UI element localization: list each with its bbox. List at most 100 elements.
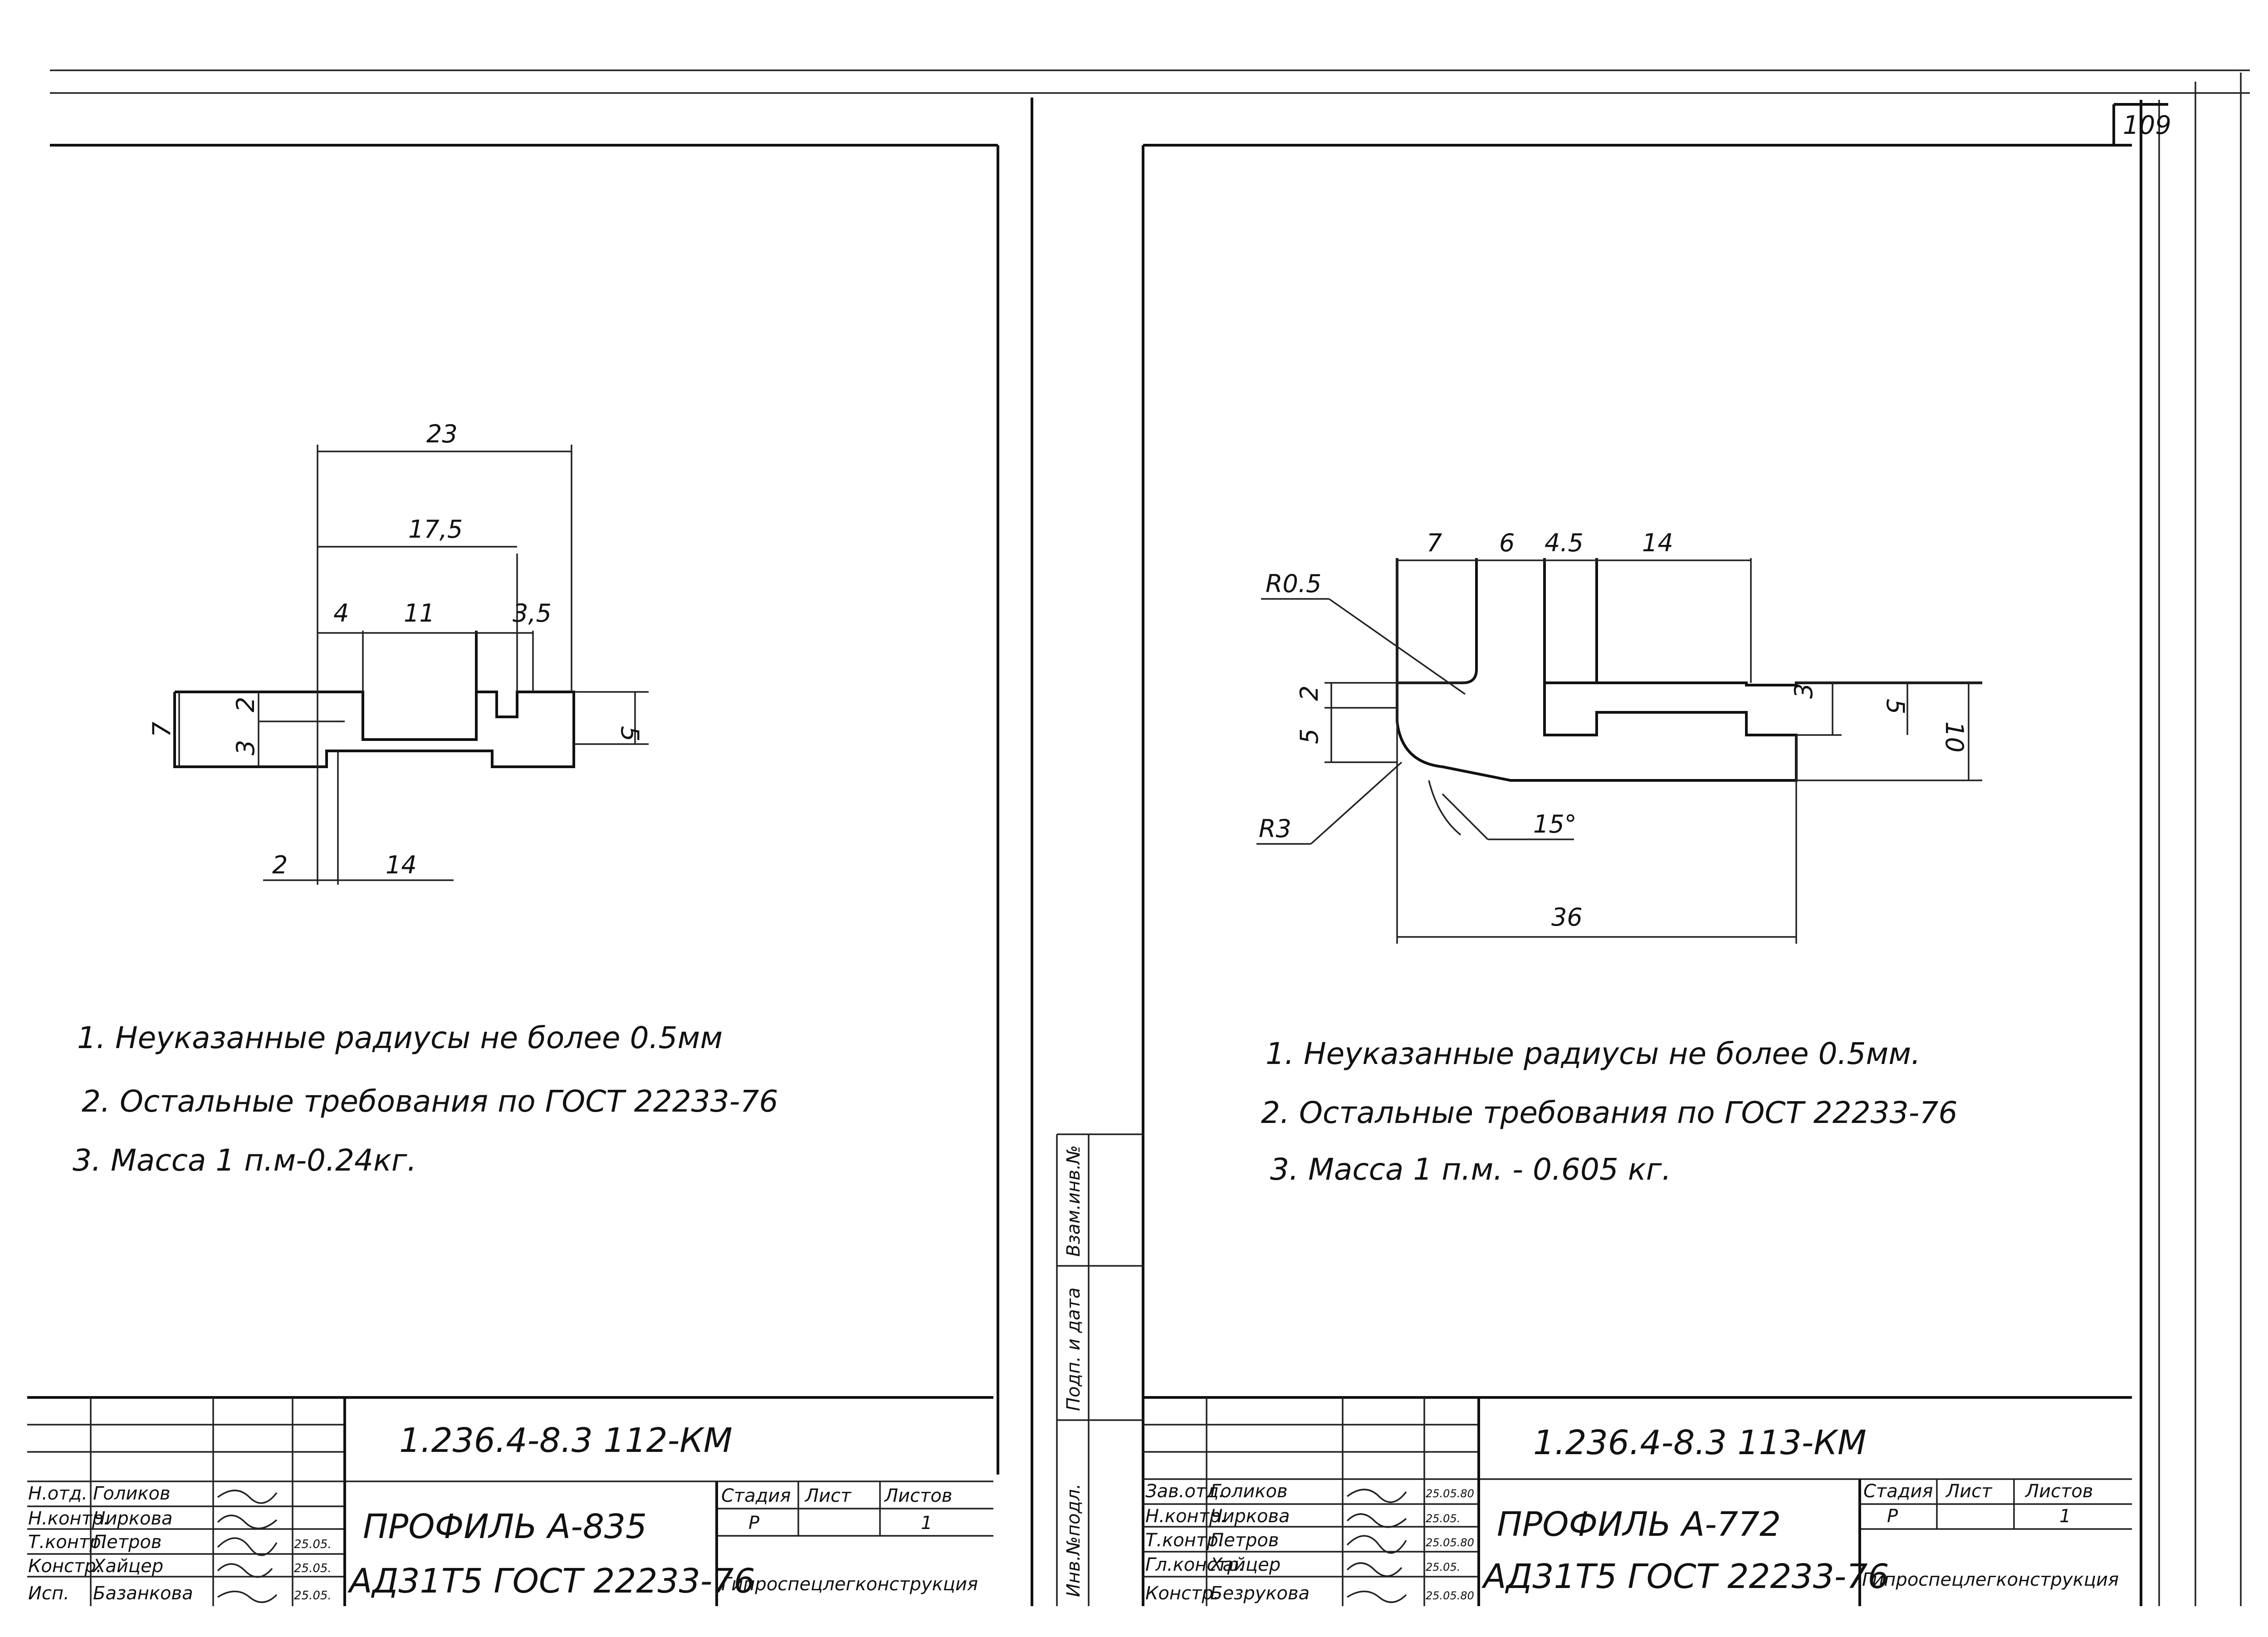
right-material: АД31Т5 ГОСТ 22233-76 xyxy=(1481,1557,1889,1596)
signature-scribble xyxy=(1346,1562,1403,1577)
dim-3: 3 xyxy=(1789,683,1818,699)
right-role: Н.контр. xyxy=(1145,1506,1227,1527)
right-stage: Р xyxy=(1887,1506,1898,1527)
dim-14: 14 xyxy=(386,851,417,879)
left-drawing-code: 1.236.4-8.3 112-КМ xyxy=(399,1421,733,1460)
right-notes: 1. Неуказанные радиусы не более 0.5мм. 2… xyxy=(1261,1036,1957,1187)
right-drawing-code: 1.236.4-8.3 113-КМ xyxy=(1533,1423,1867,1462)
right-title-block xyxy=(1143,1396,2132,1606)
right-stage-header: Стадия xyxy=(1863,1481,1933,1502)
right-signature-table: Зав.отд. Н.контр. Т.контр. Гл.констр. Ко… xyxy=(1145,1481,1474,1604)
right-note-2: 2. Остальные требования по ГОСТ 22233-76 xyxy=(1261,1095,1957,1130)
right-name: Хайцер xyxy=(1209,1554,1281,1575)
right-note-1: 1. Неуказанные радиусы не более 0.5мм. xyxy=(1266,1036,1921,1071)
right-profile-outline xyxy=(1396,558,1982,782)
right-date: 25.05. xyxy=(1426,1512,1460,1525)
left-name: Базанкова xyxy=(93,1583,193,1604)
right-sheets-header: Листов xyxy=(2024,1481,2093,1502)
right-profile-drawing xyxy=(1256,558,1982,944)
right-role: Гл.констр. xyxy=(1145,1554,1245,1575)
left-role: Т.контр. xyxy=(28,1532,107,1553)
left-stage-header: Стадия xyxy=(721,1485,791,1506)
left-profile-drawing xyxy=(173,445,649,885)
dim-23: 23 xyxy=(426,420,458,448)
dim-2: 2 xyxy=(1295,686,1324,701)
left-role: Исп. xyxy=(28,1583,69,1604)
signature-scribble xyxy=(217,1537,278,1556)
dim-2-vertical: 2 xyxy=(231,697,260,712)
left-sheets-count: 1 xyxy=(921,1513,932,1534)
right-dimensions: 7 6 4.5 14 R0.5 2 5 3 5 10 R3 15° 36 xyxy=(1259,529,1969,931)
right-name: Петров xyxy=(1210,1530,1279,1551)
left-signature-table: Н.отд. Н.контр. Т.контр. Констр. Исп. Го… xyxy=(28,1483,332,1604)
right-name: Голиков xyxy=(1210,1481,1288,1502)
dim-36: 36 xyxy=(1551,903,1583,931)
dim-3-5: 3,5 xyxy=(513,599,552,627)
right-date: 25.05. xyxy=(1426,1561,1460,1573)
right-org: Гипроспецлегконструкция xyxy=(1862,1569,2119,1590)
left-name: Хайцер xyxy=(92,1556,163,1577)
dim-5: 5 xyxy=(616,726,644,741)
right-date: 25.05.80 xyxy=(1426,1536,1474,1549)
left-sheets-header: Листов xyxy=(884,1485,952,1506)
right-profile-title: ПРОФИЛЬ А-772 xyxy=(1497,1505,1781,1544)
signature-scribble xyxy=(217,1590,278,1603)
left-name: Чиркова xyxy=(93,1508,173,1529)
right-name: Чиркова xyxy=(1210,1506,1290,1527)
dim-11: 11 xyxy=(404,599,435,627)
left-date: 25.05. xyxy=(294,1562,332,1575)
dim-10: 10 xyxy=(1940,721,1969,753)
left-stage: Р xyxy=(748,1513,760,1534)
dim-7: 7 xyxy=(147,722,176,737)
sheet-number: 109 xyxy=(2123,111,2171,140)
left-note-3: 3. Масса 1 п.м-0.24кг. xyxy=(73,1143,417,1178)
right-role: Констр. xyxy=(1145,1583,1219,1604)
signature-scribble xyxy=(1346,1513,1407,1528)
left-role: Н.отд. xyxy=(28,1483,88,1504)
signature-scribble xyxy=(217,1563,273,1578)
right-role: Т.контр. xyxy=(1145,1530,1224,1551)
signature-scribble xyxy=(217,1514,278,1529)
left-name: Петров xyxy=(93,1532,161,1553)
dim-2-horizontal: 2 xyxy=(272,851,288,879)
left-sheet-header: Лист xyxy=(804,1485,852,1506)
sheet-frame xyxy=(50,69,2250,1606)
left-note-1: 1. Неуказанные радиусы не более 0.5мм xyxy=(77,1020,723,1055)
dim-3: 3 xyxy=(231,740,260,755)
right-role: Зав.отд. xyxy=(1145,1481,1225,1502)
dim-4-5: 4.5 xyxy=(1545,529,1584,557)
signature-scribble xyxy=(217,1490,278,1504)
right-date: 25.05.80 xyxy=(1426,1589,1474,1602)
signature-scribble xyxy=(1347,1590,1407,1603)
right-date: 25.05.80 xyxy=(1426,1487,1474,1500)
right-note-3: 3. Масса 1 п.м. - 0.605 кг. xyxy=(1270,1152,1671,1187)
right-name: Безрукова xyxy=(1210,1583,1310,1604)
right-sheets-count: 1 xyxy=(2059,1506,2071,1527)
left-date: 25.05. xyxy=(294,1589,332,1603)
stamp-vzam-inv: Взам.инв.№ xyxy=(1063,1145,1084,1257)
vertical-stamp: Инв.№подл. Подп. и дата Взам.инв.№ xyxy=(1056,1133,1143,1606)
signature-scribble xyxy=(1346,1535,1407,1554)
left-name: Голиков xyxy=(93,1483,171,1504)
dim-angle-15: 15° xyxy=(1533,810,1577,838)
dim-5-right: 5 xyxy=(1881,699,1910,714)
signature-scribble xyxy=(1346,1489,1407,1503)
dim-r0-5: R0.5 xyxy=(1266,569,1321,598)
stamp-podp-data: Подп. и дата xyxy=(1063,1288,1084,1411)
left-org: Гипроспецлегконструкция xyxy=(721,1574,978,1595)
left-note-2: 2. Остальные требования по ГОСТ 22233-76 xyxy=(82,1084,778,1119)
left-profile-title: ПРОФИЛЬ А-835 xyxy=(363,1507,647,1546)
dim-14: 14 xyxy=(1642,529,1673,557)
left-material: АД31Т5 ГОСТ 22233-76 xyxy=(347,1562,755,1601)
dim-7: 7 xyxy=(1427,529,1442,557)
left-date: 25.05. xyxy=(294,1538,332,1551)
stamp-inv-podl: Инв.№подл. xyxy=(1063,1483,1084,1597)
left-dimensions: 23 17,5 4 11 3,5 7 2 3 5 2 14 xyxy=(147,420,644,879)
dim-r3: R3 xyxy=(1259,814,1291,843)
left-role: Констр. xyxy=(28,1556,102,1577)
right-sheet-header: Лист xyxy=(1945,1481,1993,1502)
dim-17-5: 17,5 xyxy=(408,515,463,544)
dim-4: 4 xyxy=(333,599,349,627)
left-notes: 1. Неуказанные радиусы не более 0.5мм 2.… xyxy=(73,1020,778,1178)
